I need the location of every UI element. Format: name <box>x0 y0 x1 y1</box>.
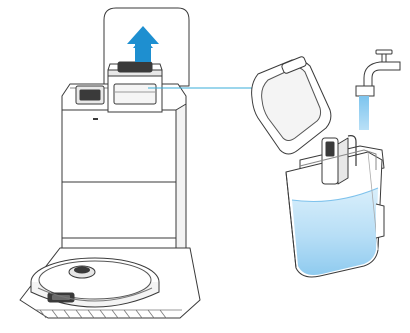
faucet-icon <box>355 49 401 97</box>
removed-water-tank <box>251 56 385 278</box>
tank-water-fill <box>292 188 378 275</box>
station-front-panel <box>61 181 177 239</box>
up-arrow-icon <box>127 26 159 62</box>
station-water-tank <box>75 61 163 113</box>
water-stream <box>359 96 369 130</box>
robot-vacuum <box>30 257 160 308</box>
